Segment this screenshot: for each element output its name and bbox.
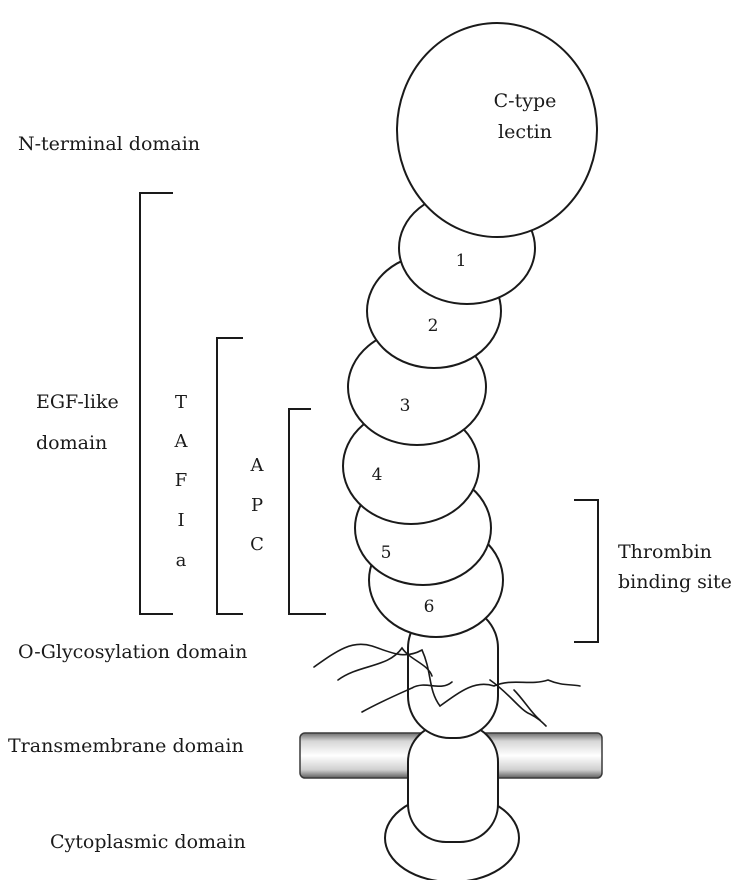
tafia-letter: A — [174, 431, 189, 452]
egf-module-3-number: 3 — [400, 396, 411, 416]
egf-like-domain-label-line2: domain — [36, 432, 107, 454]
egf-module-6-number: 6 — [424, 597, 435, 617]
egf-like-domain-bracket — [140, 193, 173, 614]
egf-like-domain-label-line1: EGF-like — [36, 391, 119, 413]
n-terminal-domain-label: N-terminal domain — [18, 133, 200, 155]
egf-module-1-number: 1 — [456, 251, 467, 271]
apc-letter: A — [250, 455, 265, 476]
apc-letter: P — [251, 495, 263, 516]
thrombin-binding-site-label-line2: binding site — [618, 571, 732, 593]
tafia-letter: I — [177, 510, 184, 531]
transmembrane-domain-shape — [408, 724, 498, 842]
tafia-letter: F — [175, 470, 188, 491]
egf-module-5-number: 5 — [381, 543, 392, 563]
o-glycosylation-domain-label: O-Glycosylation domain — [18, 641, 247, 663]
apc-letter: C — [250, 534, 264, 555]
c-type-lectin-shape — [397, 23, 597, 237]
egf-module-4-number: 4 — [372, 465, 383, 485]
transmembrane-domain-label: Transmembrane domain — [8, 735, 244, 757]
c-type-lectin-label-line2: lectin — [498, 121, 552, 143]
tafia-letter: a — [176, 550, 187, 571]
thrombin-binding-bracket — [574, 500, 598, 642]
tafia-letter: T — [175, 392, 187, 413]
thrombin-binding-site-label-line1: Thrombin — [618, 541, 712, 563]
c-type-lectin-label-line1: C-type — [494, 90, 557, 112]
egf-module-2-number: 2 — [428, 316, 439, 336]
tafia-bracket — [217, 338, 243, 614]
apc-bracket — [289, 409, 326, 614]
cytoplasmic-domain-label: Cytoplasmic domain — [50, 831, 246, 853]
